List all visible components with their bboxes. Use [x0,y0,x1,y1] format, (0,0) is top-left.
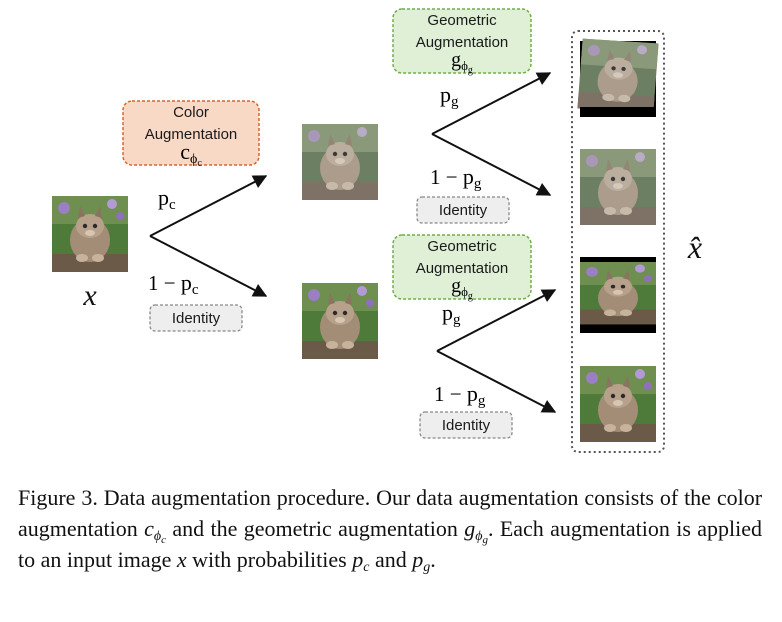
caption-c-symbol: c [144,516,154,541]
geometric-rect-top [392,8,532,74]
output-image-identity-1 [580,149,656,225]
color-box-line1: Color [173,104,209,121]
geometric-top-line2: Augmentation [416,34,509,51]
geometric-box-top: Geometric Augmentation gϕg [392,8,532,76]
color-augmented-image [302,124,378,200]
caption-text-3: . Each augmentation is applied to an inp… [18,516,763,572]
identity-box-geometric-bottom: Identity [419,411,513,439]
identity-rect-geometric-top [416,196,510,224]
caption-c-sub: ϕ [153,529,162,544]
output-symbol: x̂ [687,229,702,265]
prob-g-bottom-label: pg [442,300,461,328]
color-box-line2: Augmentation [145,126,238,143]
prob-not-g-top-label: 1 − pg [430,164,482,192]
geometric-fork-top-arrows [431,72,552,196]
identity-label-geometric-bottom: Identity [442,417,491,434]
prob-c-label: pc [158,185,176,213]
geometric-top-symbol: gϕg [451,49,473,76]
caption-pg-sub: g [423,560,431,575]
caption-text-2: and the geometric augmentation [172,516,458,541]
identity-rect-color [149,304,243,332]
input-symbol: x [82,279,97,312]
input-image [52,196,128,272]
color-box-rect [122,100,260,166]
geometric-box-bottom: Geometric Augmentation gϕg [392,234,532,302]
color-box-symbol: cϕc [180,139,202,169]
identity-label-geometric-top: Identity [439,202,488,219]
identity-label-color: Identity [172,310,221,327]
caption-pc-sub: c [363,560,370,575]
output-column [571,30,665,453]
geometric-bottom-symbol: gϕg [451,275,473,302]
geometric-bottom-line2: Augmentation [416,260,509,277]
prob-not-g-bottom-label: 1 − pg [434,381,486,409]
caption-c-subsub: c [161,534,167,546]
augmentation-diagram: x Color Augmentation cϕc pc 1 − pc Ident… [52,8,702,453]
geometric-top-line1: Geometric [427,12,497,29]
caption-title: Data augmentation procedure. [103,485,371,510]
color-fork-arrows [149,175,268,297]
color-augmentation-box: Color Augmentation cϕc [122,100,260,169]
figure-caption: Figure 3. Data augmentation procedure. O… [18,482,762,575]
output-image-identity-2 [580,366,656,442]
prob-g-top-label: pg [440,82,459,110]
output-image-geometric-1 [577,38,659,117]
caption-x-symbol: x [176,547,187,572]
caption-text-6: . [430,547,436,572]
caption-pg-symbol: p [412,547,424,572]
output-image-geometric-2 [580,257,656,333]
geometric-rect-bottom [392,234,532,300]
caption-text-4: with probabilities [192,547,347,572]
identity-rect-geometric-bottom [419,411,513,439]
caption-pc-symbol: p [352,547,364,572]
output-column-frame [571,30,665,453]
identity-box-color: Identity [149,304,243,332]
caption-g-symbol: g [464,516,476,541]
caption-g-sub: ϕ [475,529,483,544]
caption-text-1: Our data augmentation consists of the co… [18,485,763,541]
identity-box-geometric-top: Identity [416,196,510,224]
caption-figure-label: Figure 3. [18,485,98,510]
caption-g-subsub: g [482,534,488,546]
prob-not-c-label: 1 − pc [148,270,199,298]
geometric-bottom-line1: Geometric [427,238,497,255]
geometric-fork-bottom-arrows [436,289,557,413]
caption-text-5: and [374,547,407,572]
identity-image [302,283,378,359]
